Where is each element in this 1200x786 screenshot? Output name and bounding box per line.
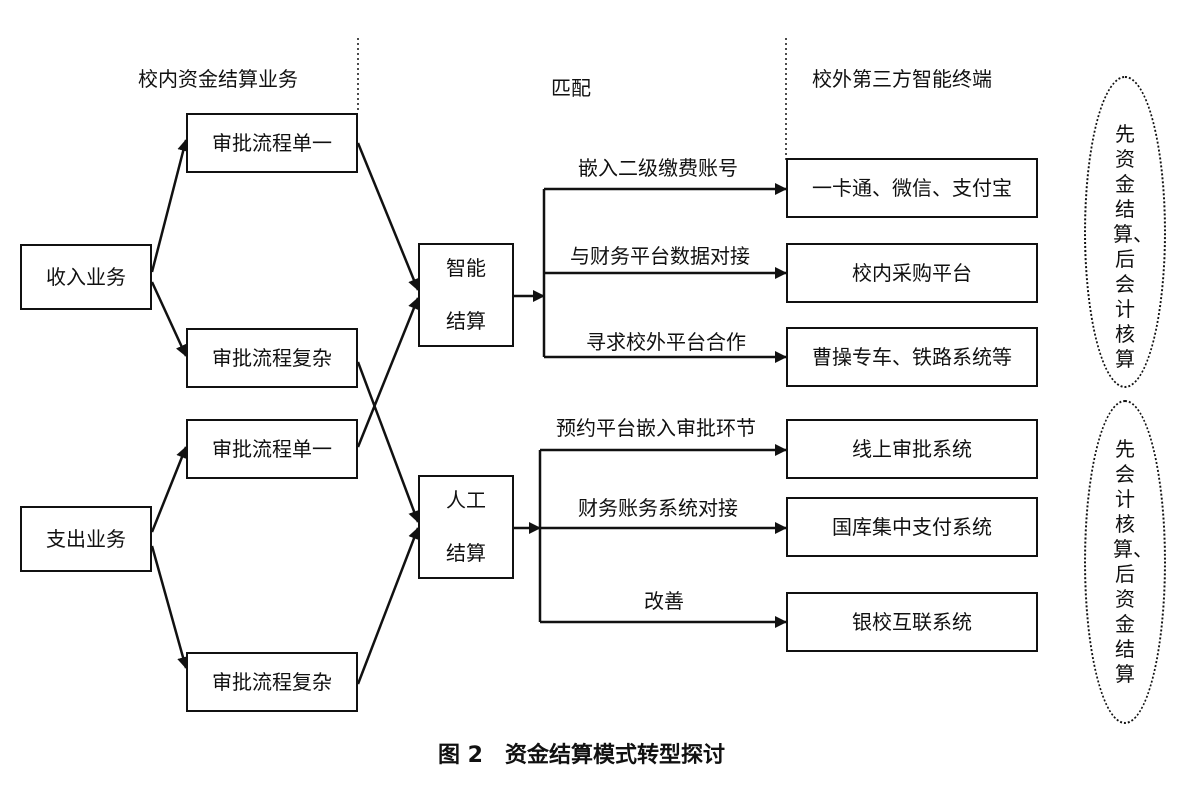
expense-node: 支出业务 <box>20 506 152 572</box>
edge-label-accounting-system: 财务账务系统对接 <box>578 496 738 520</box>
arrow-income-to-complex <box>150 281 188 357</box>
terminal-procurement-node: 校内采购平台 <box>786 243 1038 303</box>
oval-top <box>1084 76 1166 388</box>
edge-label-embed-account: 嵌入二级缴费账号 <box>578 156 738 180</box>
arrow-income-to-simple <box>150 139 190 273</box>
approval-simple-node-income: 审批流程单一 <box>186 113 358 173</box>
approval-complex-node-income: 审批流程复杂 <box>186 328 358 388</box>
edge-label-improve: 改善 <box>644 589 684 613</box>
approval-simple-node-expense: 审批流程单一 <box>186 419 358 479</box>
terminal-online-approval-node: 线上审批系统 <box>786 419 1038 479</box>
arrow-complex1-to-manual <box>356 361 420 523</box>
header-left: 校内资金结算业务 <box>138 67 298 91</box>
terminal-card-node: 一卡通、微信、支付宝 <box>786 158 1038 218</box>
arrow-expense-to-simple <box>150 446 188 533</box>
header-middle: 匹配 <box>551 76 591 100</box>
manual-settlement-node: 人工 结算 <box>418 475 514 579</box>
approval-complex-node-expense: 审批流程复杂 <box>186 652 358 712</box>
header-right: 校外第三方智能终端 <box>812 67 992 91</box>
income-node: 收入业务 <box>20 244 152 310</box>
smart-settlement-line1: 智能 <box>446 256 486 280</box>
edge-label-seek-cooperation: 寻求校外平台合作 <box>586 330 746 354</box>
edge-label-reservation-embed: 预约平台嵌入审批环节 <box>556 416 756 440</box>
figure-caption: 图 2 资金结算模式转型探讨 <box>438 743 725 768</box>
arrow-expense-to-complex <box>150 545 189 669</box>
manual-settlement-line1: 人工 <box>446 488 486 512</box>
smart-settlement-node: 智能 结算 <box>418 243 514 347</box>
manual-settlement-line2: 结算 <box>446 541 486 565</box>
terminal-bank-node: 银校互联系统 <box>786 592 1038 652</box>
terminal-cao-node: 曹操专车、铁路系统等 <box>786 327 1038 387</box>
edge-label-finance-platform: 与财务平台数据对接 <box>570 244 750 268</box>
arrow-simple2-to-smart <box>356 297 420 448</box>
oval-bottom <box>1084 400 1166 724</box>
oval-bottom-text: 先会计核算、后资金结算 <box>1113 437 1153 686</box>
smart-settlement-line2: 结算 <box>446 309 486 333</box>
oval-top-text: 先资金结算、后会计核算 <box>1113 122 1153 371</box>
arrow-complex2-to-manual <box>356 527 420 685</box>
terminal-treasury-node: 国库集中支付系统 <box>786 497 1038 557</box>
arrow-simple1-to-smart <box>356 142 420 291</box>
